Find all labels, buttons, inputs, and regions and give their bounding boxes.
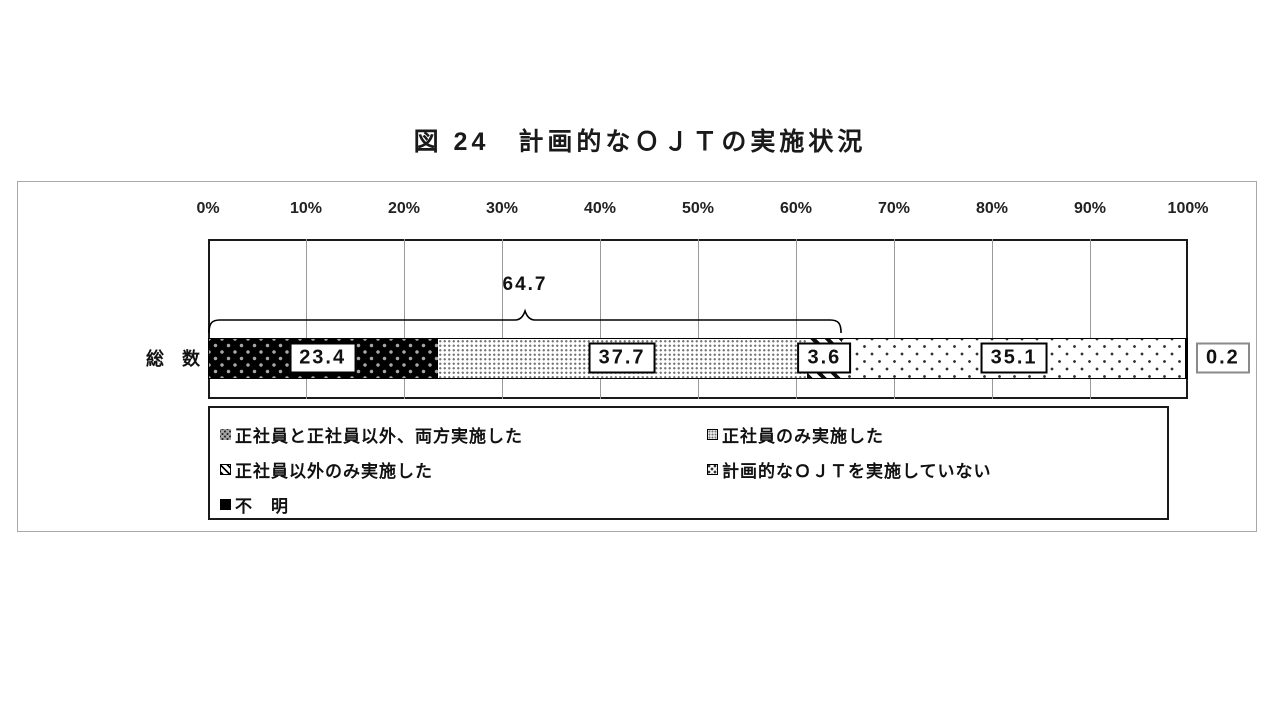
legend-label: 正社員のみ実施した bbox=[722, 427, 884, 446]
legend-swatch-diagonal-stripes-icon bbox=[220, 464, 231, 475]
gridline bbox=[796, 239, 797, 399]
legend: 正社員と正社員以外、両方実施した 正社員のみ実施した正社員以外のみ実施した 計画的な… bbox=[208, 406, 1169, 520]
legend-item: 不 明 bbox=[220, 492, 289, 517]
x-axis-tick: 20% bbox=[387, 200, 421, 217]
gridline bbox=[992, 239, 993, 399]
x-axis-tick: 0% bbox=[196, 200, 220, 217]
value-label: 23.4 bbox=[289, 342, 357, 374]
bar-segment-solid-black bbox=[1185, 339, 1187, 378]
value-label: 35.1 bbox=[980, 342, 1048, 374]
x-axis-tick: 30% bbox=[485, 200, 519, 217]
legend-item: 正社員のみ実施した bbox=[707, 422, 884, 447]
gridline bbox=[306, 239, 307, 399]
legend-label: 計画的なＯＪＴを実施していない bbox=[722, 462, 992, 481]
legend-swatch-dense-dots-icon bbox=[707, 429, 718, 440]
legend-swatch-sparse-dots-icon bbox=[707, 464, 718, 475]
x-axis-tick: 80% bbox=[975, 200, 1009, 217]
gridline bbox=[600, 239, 601, 399]
legend-item: 正社員以外のみ実施した bbox=[220, 457, 433, 482]
value-label: 0.2 bbox=[1196, 342, 1250, 374]
x-axis-tick: 100% bbox=[1167, 200, 1209, 217]
legend-item: 正社員と正社員以外、両方実施した bbox=[220, 422, 523, 447]
gridline bbox=[698, 239, 699, 399]
x-axis-tick: 60% bbox=[779, 200, 813, 217]
legend-label: 正社員と正社員以外、両方実施した bbox=[235, 427, 523, 446]
legend-item: 計画的なＯＪＴを実施していない bbox=[707, 457, 992, 482]
x-axis-tick: 90% bbox=[1073, 200, 1107, 217]
gridline bbox=[1090, 239, 1091, 399]
bracket-label: 64.7 bbox=[502, 274, 548, 295]
bracket-annotation-icon bbox=[208, 308, 842, 334]
gridline bbox=[894, 239, 895, 399]
legend-swatch-solid-black-icon bbox=[220, 499, 231, 510]
value-label: 37.7 bbox=[588, 342, 656, 374]
value-label: 3.6 bbox=[797, 342, 852, 374]
x-axis-tick: 50% bbox=[681, 200, 715, 217]
legend-swatch-black-dots-icon bbox=[220, 429, 231, 440]
chart-frame: 0% 10% 20% 30% 40% 50% 60% 70% 80% 90% 100% 64.7 総… bbox=[17, 181, 1257, 532]
x-axis-tick: 70% bbox=[877, 200, 911, 217]
gridline bbox=[404, 239, 405, 399]
x-axis-tick: 40% bbox=[583, 200, 617, 217]
legend-label: 正社員以外のみ実施した bbox=[235, 462, 433, 481]
gridline bbox=[502, 239, 503, 399]
x-axis-tick: 10% bbox=[289, 200, 323, 217]
legend-label: 不 明 bbox=[235, 497, 289, 516]
category-label: 総 数 bbox=[146, 349, 200, 369]
chart-title: 図 24 計画的なＯＪＴの実施状況 bbox=[413, 128, 867, 156]
